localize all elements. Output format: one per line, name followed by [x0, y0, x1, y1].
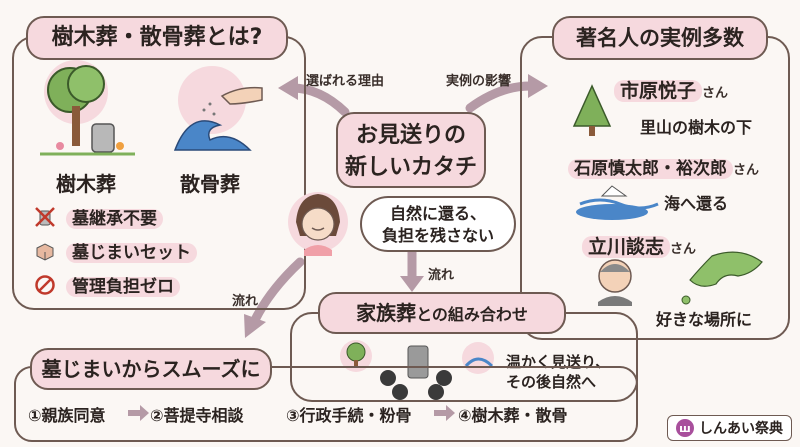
- family-box-title: 家族葬との組み合わせ: [318, 292, 566, 334]
- person-1-name: 市原悦子: [614, 80, 703, 102]
- arrow-down-left-head: [244, 314, 266, 338]
- brand-name: しんあい祭典: [699, 421, 783, 437]
- person-3-suffix: さん: [670, 242, 697, 257]
- tree-burial-label: 樹木葬: [56, 172, 116, 196]
- arrow-down-left: [250, 257, 305, 325]
- package-icon: [34, 240, 56, 262]
- family-title-a: 家族葬: [356, 301, 417, 325]
- prohibited-icon: [34, 274, 56, 296]
- arrow-down-label: 流れ: [428, 268, 455, 283]
- person-3-name: 立川談志: [582, 236, 671, 258]
- arrow-right: [465, 81, 535, 113]
- arrow-down-head: [400, 276, 424, 292]
- left-item-2-label: 墓じまいセット: [66, 243, 197, 263]
- flow-step-2: ②菩提寺相談: [150, 406, 244, 425]
- arrow-left-label: 選ばれる理由: [306, 74, 385, 89]
- person-2-desc: 海へ還る: [664, 194, 729, 213]
- sea-scatter-label: 散骨葬: [180, 172, 240, 196]
- arrow-left-head: [278, 76, 298, 100]
- flow-step-4: ④樹木葬・散骨: [458, 406, 568, 425]
- flow-box-title: 墓じまいからスムーズに: [30, 348, 272, 390]
- right-box-title: 著名人の実例多数: [552, 16, 768, 60]
- arrow-down-left-label: 流れ: [232, 294, 259, 309]
- family-title-b: との組み合わせ: [416, 305, 528, 324]
- person-3-desc: 好きな場所に: [656, 310, 753, 329]
- flow-step-3: ③行政手続・粉骨: [286, 406, 412, 425]
- center-title: お見送りの 新しいカタチ: [336, 112, 486, 188]
- no-grave-icon: [34, 206, 56, 228]
- person-1-suffix: さん: [702, 86, 729, 101]
- family-desc-line2: その後自然へ: [506, 373, 597, 391]
- left-item-3-label: 管理負担ゼロ: [66, 277, 180, 297]
- flow-box-frame: [14, 366, 638, 442]
- step-arrow-3: [434, 405, 455, 421]
- brand-logo-icon: ш: [676, 419, 694, 437]
- left-item-1-label: 墓継承不要: [66, 209, 163, 229]
- center-title-line2: 新しいカタチ: [344, 155, 477, 180]
- flow-step-1: ①親族同意: [28, 406, 106, 425]
- person-2-name: 石原慎太郎・裕次郎: [568, 159, 733, 179]
- arrow-right-label: 実例の影響: [446, 74, 512, 89]
- speech-bubble: 自然に還る、 負担を残さない: [360, 196, 516, 252]
- person-1-desc: 里山の樹木の下: [640, 118, 753, 137]
- step-arrow-1: [128, 405, 149, 421]
- speech-line1: 自然に還る、: [389, 204, 486, 223]
- left-box-title: 樹木葬・散骨葬とは?: [26, 16, 288, 60]
- person-2-suffix: さん: [733, 163, 760, 178]
- center-title-line1: お見送りの: [355, 123, 466, 148]
- brand-badge: ш しんあい祭典: [667, 415, 792, 441]
- speech-line2: 負担を残さない: [381, 226, 494, 245]
- arrow-right-head: [528, 74, 548, 98]
